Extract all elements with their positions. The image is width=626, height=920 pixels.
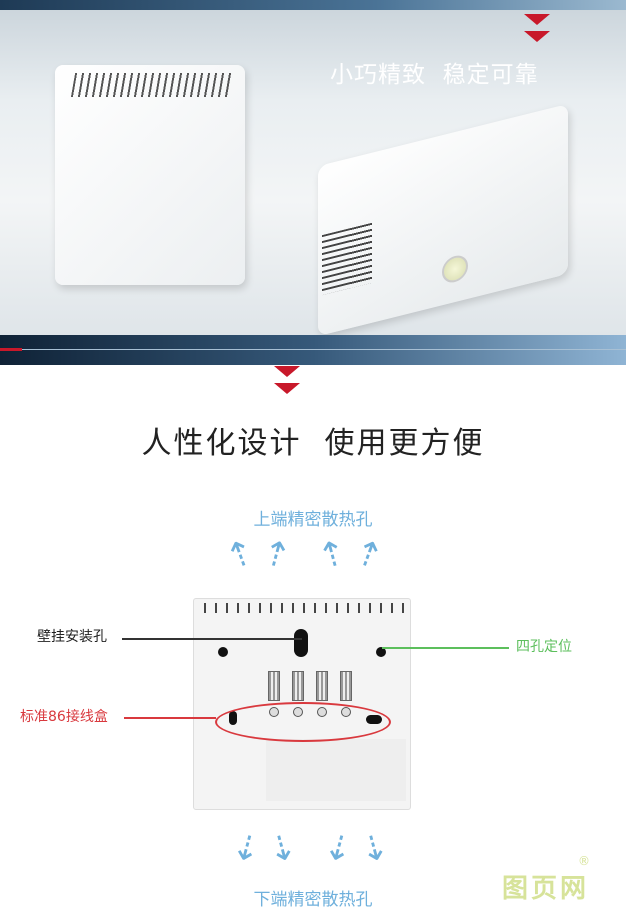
heat-down-arrow-icon: ⇣ — [355, 825, 394, 873]
sensor-side-image — [318, 103, 568, 337]
slogan: 小巧精致 稳定可靠 — [330, 62, 539, 88]
heat-up-arrow-icon: ⇡ — [313, 531, 352, 579]
heat-down-arrow-icon: ⇣ — [319, 825, 358, 873]
top-banner-bar — [0, 0, 626, 10]
heat-down-arrow-icon: ⇣ — [263, 825, 302, 873]
divider-strip — [0, 335, 626, 365]
callout-line — [122, 638, 302, 640]
heat-up-arrow-icon: ⇡ — [220, 531, 261, 579]
heat-up-arrow-icon: ⇡ — [348, 531, 389, 579]
down-arrow-icon — [524, 31, 550, 42]
callout-line — [382, 647, 509, 649]
product-photo-section: 小巧精致 稳定可靠 — [0, 0, 626, 337]
down-arrow-icon — [274, 383, 300, 394]
heat-up-arrow-icon: ⇡ — [257, 531, 296, 579]
heat-down-arrow-icon: ⇣ — [227, 825, 266, 873]
junction-box-callout: 标准86接线盒 — [20, 709, 108, 725]
sensor-back-image — [193, 598, 411, 810]
bottom-vent-label: 下端精密散热孔 — [253, 890, 373, 910]
section-title: 人性化设计 使用更方便 — [141, 426, 485, 461]
down-arrow-icon — [524, 14, 550, 25]
top-vent-label: 上端精密散热孔 — [253, 510, 373, 530]
wall-mount-callout: 壁挂安装孔 — [37, 629, 107, 645]
watermark-logo: 图页网® — [502, 854, 594, 904]
four-holes-callout: 四孔定位 — [516, 639, 572, 655]
down-arrow-icon — [274, 366, 300, 377]
sensor-front-image — [55, 65, 245, 285]
junction-box-highlight — [215, 702, 391, 742]
callout-line — [124, 717, 216, 719]
